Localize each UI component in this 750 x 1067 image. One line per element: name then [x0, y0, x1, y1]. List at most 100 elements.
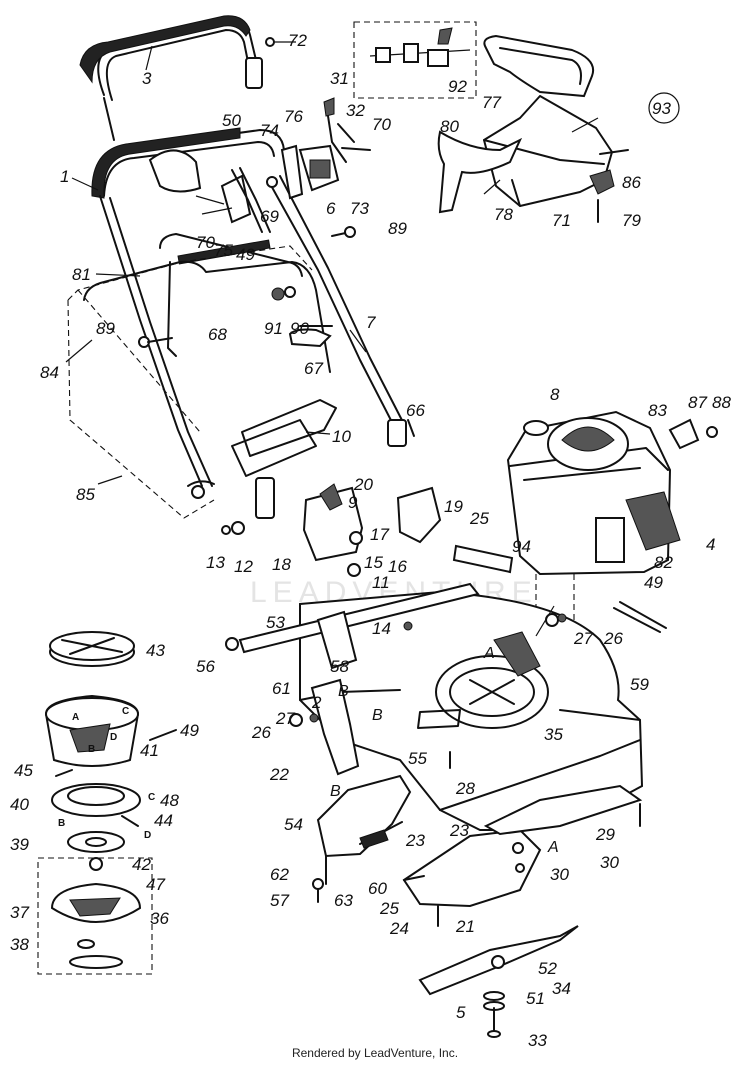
callout-70: 70 — [196, 233, 215, 252]
callout-26: 26 — [603, 629, 623, 648]
callout-41: 41 — [140, 741, 159, 760]
blade-adapter-assembly — [37, 631, 177, 975]
callout-14: 14 — [372, 619, 391, 638]
callout-76: 76 — [284, 107, 303, 126]
callout-70: 70 — [372, 115, 391, 134]
callout-77: 77 — [482, 93, 501, 112]
callout-84: 84 — [40, 363, 59, 382]
callout-44: 44 — [154, 811, 173, 830]
callout-78: 78 — [494, 205, 513, 224]
callout-25: 25 — [379, 899, 399, 918]
callout-91: 91 — [264, 319, 283, 338]
callout-81: 81 — [72, 265, 91, 284]
callout-1: 1 — [60, 167, 69, 186]
callout-20: 20 — [353, 475, 373, 494]
callout-86: 86 — [622, 173, 641, 192]
callout-48: 48 — [160, 791, 179, 810]
callout-37: 37 — [10, 903, 29, 922]
lower-cover-parts — [402, 751, 643, 927]
lower-handle-part — [91, 127, 285, 487]
brake-control-parts — [195, 97, 371, 238]
letter-B: B — [372, 707, 383, 724]
callout-16: 16 — [388, 557, 407, 576]
callout-73: 73 — [350, 199, 369, 218]
footer-credit: Rendered by LeadVenture, Inc. — [291, 1046, 459, 1060]
callout-85: 85 — [76, 485, 95, 504]
letter-A: A — [483, 645, 495, 662]
callout-50: 50 — [222, 111, 241, 130]
callout-68: 68 — [208, 325, 227, 344]
callout-40: 40 — [10, 795, 29, 814]
callout-21: 21 — [455, 917, 475, 936]
callout-31: 31 — [330, 69, 349, 88]
callout-32: 32 — [346, 101, 365, 120]
callout-87: 87 — [688, 393, 707, 412]
callout-34: 34 — [552, 979, 571, 998]
callout-62: 62 — [270, 865, 289, 884]
callout-17: 17 — [370, 525, 389, 544]
callout-43: 43 — [146, 641, 165, 660]
callout-89: 89 — [388, 219, 407, 238]
callout-23: 23 — [449, 821, 469, 840]
callout-59: 59 — [630, 675, 649, 694]
callout-24: 24 — [389, 919, 409, 938]
callout-22: 22 — [269, 765, 289, 784]
grass-bag-part — [67, 245, 337, 519]
leader-lines — [65, 41, 599, 637]
callout-5: 5 — [456, 1003, 466, 1022]
callout-67: 67 — [304, 359, 323, 378]
callout-49: 49 — [236, 245, 255, 264]
upper-handle-part — [79, 15, 275, 141]
callout-88: 88 — [712, 393, 731, 412]
callout-8: 8 — [550, 385, 560, 404]
callout-69: 69 — [260, 207, 279, 226]
callout-93: 93 — [652, 99, 671, 118]
hub-letter-C: C — [122, 706, 129, 717]
callout-4: 4 — [706, 535, 715, 554]
handle-lock-parts — [138, 286, 333, 348]
callout-57: 57 — [270, 891, 289, 910]
hub-letter-D: D — [110, 732, 117, 743]
callout-36: 36 — [150, 909, 169, 928]
callout-90: 90 — [290, 319, 309, 338]
rear-bag-door-parts — [437, 34, 629, 223]
ring-letter-D: D — [144, 830, 151, 841]
callout-56: 56 — [196, 657, 215, 676]
callout-26: 26 — [251, 723, 271, 742]
letter-A: A — [547, 839, 559, 856]
callout-3: 3 — [142, 69, 152, 88]
callout-18: 18 — [272, 555, 291, 574]
callout-38: 38 — [10, 935, 29, 954]
callout-66: 66 — [406, 401, 425, 420]
callout-labels: 1 2 3 4 5 6 7 8 9 10 11 12 13 14 15 16 1… — [10, 31, 731, 1050]
callout-75: 75 — [214, 241, 233, 260]
callout-11: 11 — [372, 573, 390, 592]
callout-25: 25 — [469, 509, 489, 528]
callout-94: 94 — [512, 537, 531, 556]
callout-13: 13 — [206, 553, 225, 572]
rear-axle-brackets — [221, 419, 667, 776]
inset-detail-92 — [353, 21, 477, 99]
callout-80: 80 — [440, 117, 459, 136]
callout-15: 15 — [364, 553, 383, 572]
blade-part — [418, 925, 579, 1038]
callout-12: 12 — [234, 557, 253, 576]
callout-72: 72 — [288, 31, 307, 50]
hub-letter-A: A — [72, 712, 79, 723]
callout-82: 82 — [654, 553, 673, 572]
callout-2: 2 — [311, 693, 322, 712]
callout-63: 63 — [334, 891, 353, 910]
callout-53: 53 — [266, 613, 285, 632]
ring-letter-C: C — [148, 792, 155, 803]
callout-92: 92 — [448, 77, 467, 96]
callout-58: 58 — [330, 657, 349, 676]
callout-52: 52 — [538, 959, 557, 978]
callout-60: 60 — [368, 879, 387, 898]
callout-39: 39 — [10, 835, 29, 854]
engine-part — [506, 410, 718, 650]
callout-42: 42 — [132, 855, 151, 874]
callout-27: 27 — [275, 709, 295, 728]
ring-letter-B: B — [58, 818, 65, 829]
callout-28: 28 — [455, 779, 475, 798]
